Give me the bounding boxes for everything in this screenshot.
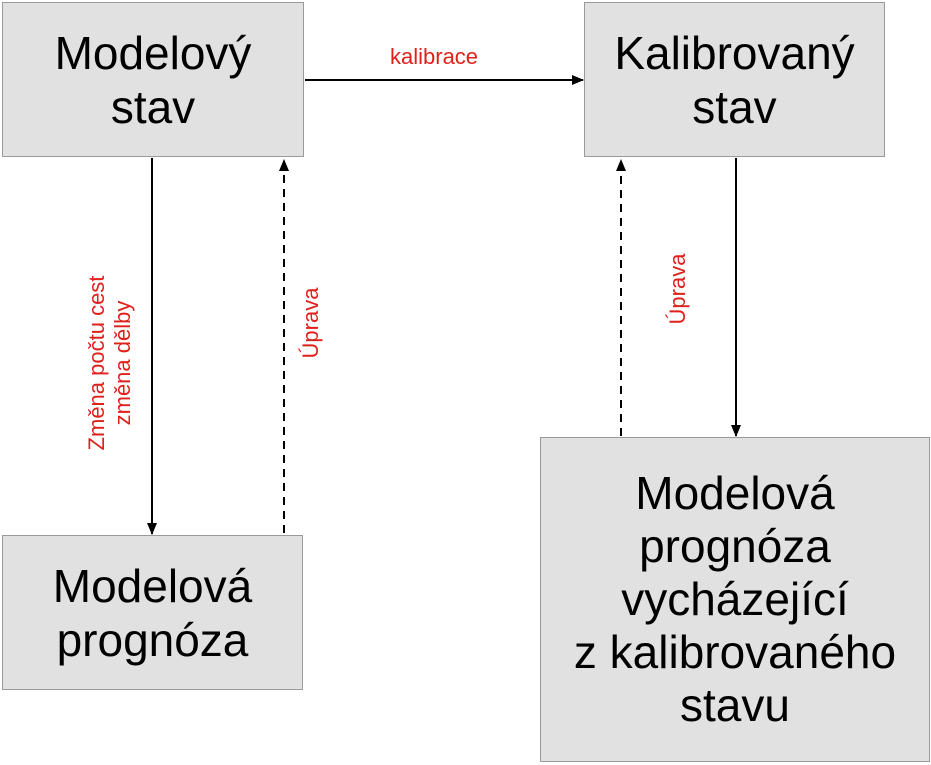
box-calibrated-forecast-text: Modelová prognóza vycházející z kalibrov… [573, 467, 897, 731]
box-calibrated-forecast: Modelová prognóza vycházející z kalibrov… [540, 437, 930, 762]
box-model-state: Modelový stav [2, 2, 304, 157]
box-model-state-text: Modelový stav [54, 26, 252, 133]
box-calibrated-state: Kalibrovaný stav [584, 2, 885, 157]
label-calibration: kalibrace [390, 44, 479, 69]
label-change: Změna počtu cest změna dělby [84, 275, 135, 451]
label-adjust-right: Úprava [665, 253, 690, 325]
box-model-forecast: Modelová prognóza [2, 535, 303, 690]
box-calibrated-state-text: Kalibrovaný stav [614, 26, 855, 133]
box-model-forecast-text: Modelová prognóza [52, 559, 253, 666]
label-adjust-left: Úprava [298, 287, 323, 359]
